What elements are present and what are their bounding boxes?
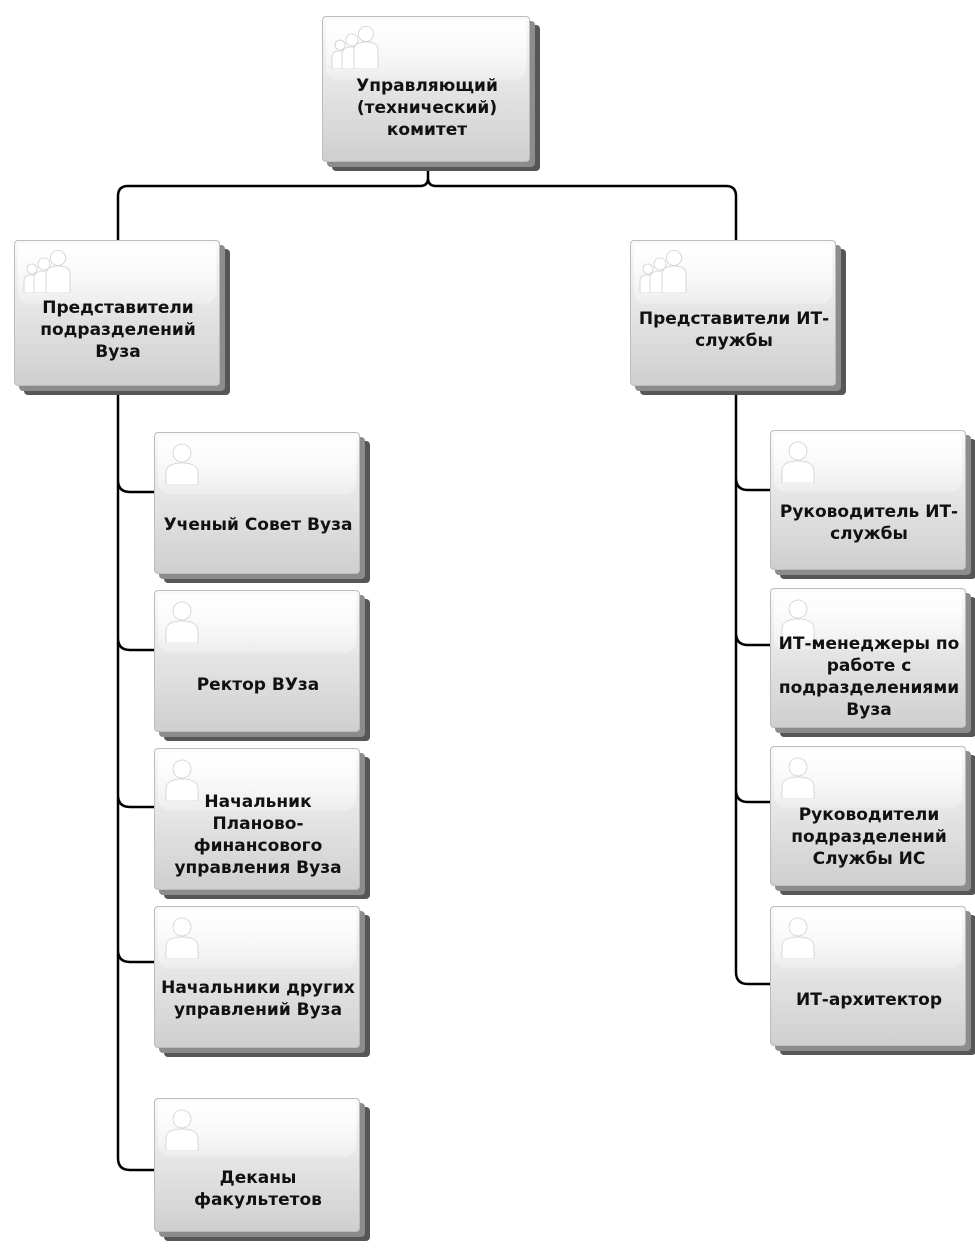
node-group-it-label: Представители ИТ- службы (638, 309, 830, 351)
person-icon (165, 601, 199, 643)
node-member-label: Руководитель ИТ- службы (779, 502, 959, 544)
person-icon (781, 757, 815, 799)
node-member-label: Начальники других управлений Вуза (161, 978, 355, 1020)
node-group-university-label: Представители подразделений Вуза (40, 298, 196, 362)
node-member-label: Деканы факультетов (194, 1168, 322, 1210)
node-root: Управляющий (технический) комитет (322, 16, 540, 171)
node-member-is-heads: Руководители подразделений Службы ИС (770, 746, 975, 895)
node-member-other-heads: Начальники других управлений Вуза (154, 906, 370, 1057)
node-member-rector: Ректор ВУза (154, 590, 370, 741)
person-icon (165, 917, 199, 959)
node-member-deans: Деканы факультетов (154, 1098, 370, 1241)
node-member-label: Начальник Планово- финансового управлени… (174, 792, 342, 878)
connector-group-left (116, 386, 154, 1172)
node-member-it-architect: ИТ-архитектор (770, 906, 975, 1055)
node-member-it-managers: ИТ-менеджеры по работе с подразделениями… (770, 588, 975, 737)
group-people-icon (23, 250, 71, 293)
node-member-it-head: Руководитель ИТ- службы (770, 430, 975, 579)
person-icon (165, 759, 199, 801)
node-member-finance-head: Начальник Планово- финансового управлени… (154, 748, 370, 899)
person-icon (781, 599, 815, 641)
group-people-icon (331, 26, 379, 69)
connector-group-right (734, 386, 770, 986)
node-member-label: ИТ-архитектор (795, 990, 943, 1010)
person-icon (165, 443, 199, 485)
group-people-icon (639, 250, 687, 293)
node-group-university: Представители подразделений Вуза (14, 240, 230, 395)
person-icon (781, 917, 815, 959)
connector-root (116, 168, 738, 240)
node-member-label: Ученый Совет Вуза (163, 515, 353, 535)
person-icon (781, 441, 815, 483)
person-icon (165, 1109, 199, 1151)
node-member-label: ИТ-менеджеры по работе с подразделениями… (778, 634, 960, 720)
node-member-label: Руководители подразделений Службы ИС (791, 805, 947, 869)
node-group-it: Представители ИТ- службы (630, 240, 846, 395)
node-member-label: Ректор ВУза (196, 675, 320, 695)
node-member-academic-council: Ученый Совет Вуза (154, 432, 370, 583)
node-root-label: Управляющий (технический) комитет (356, 76, 498, 140)
